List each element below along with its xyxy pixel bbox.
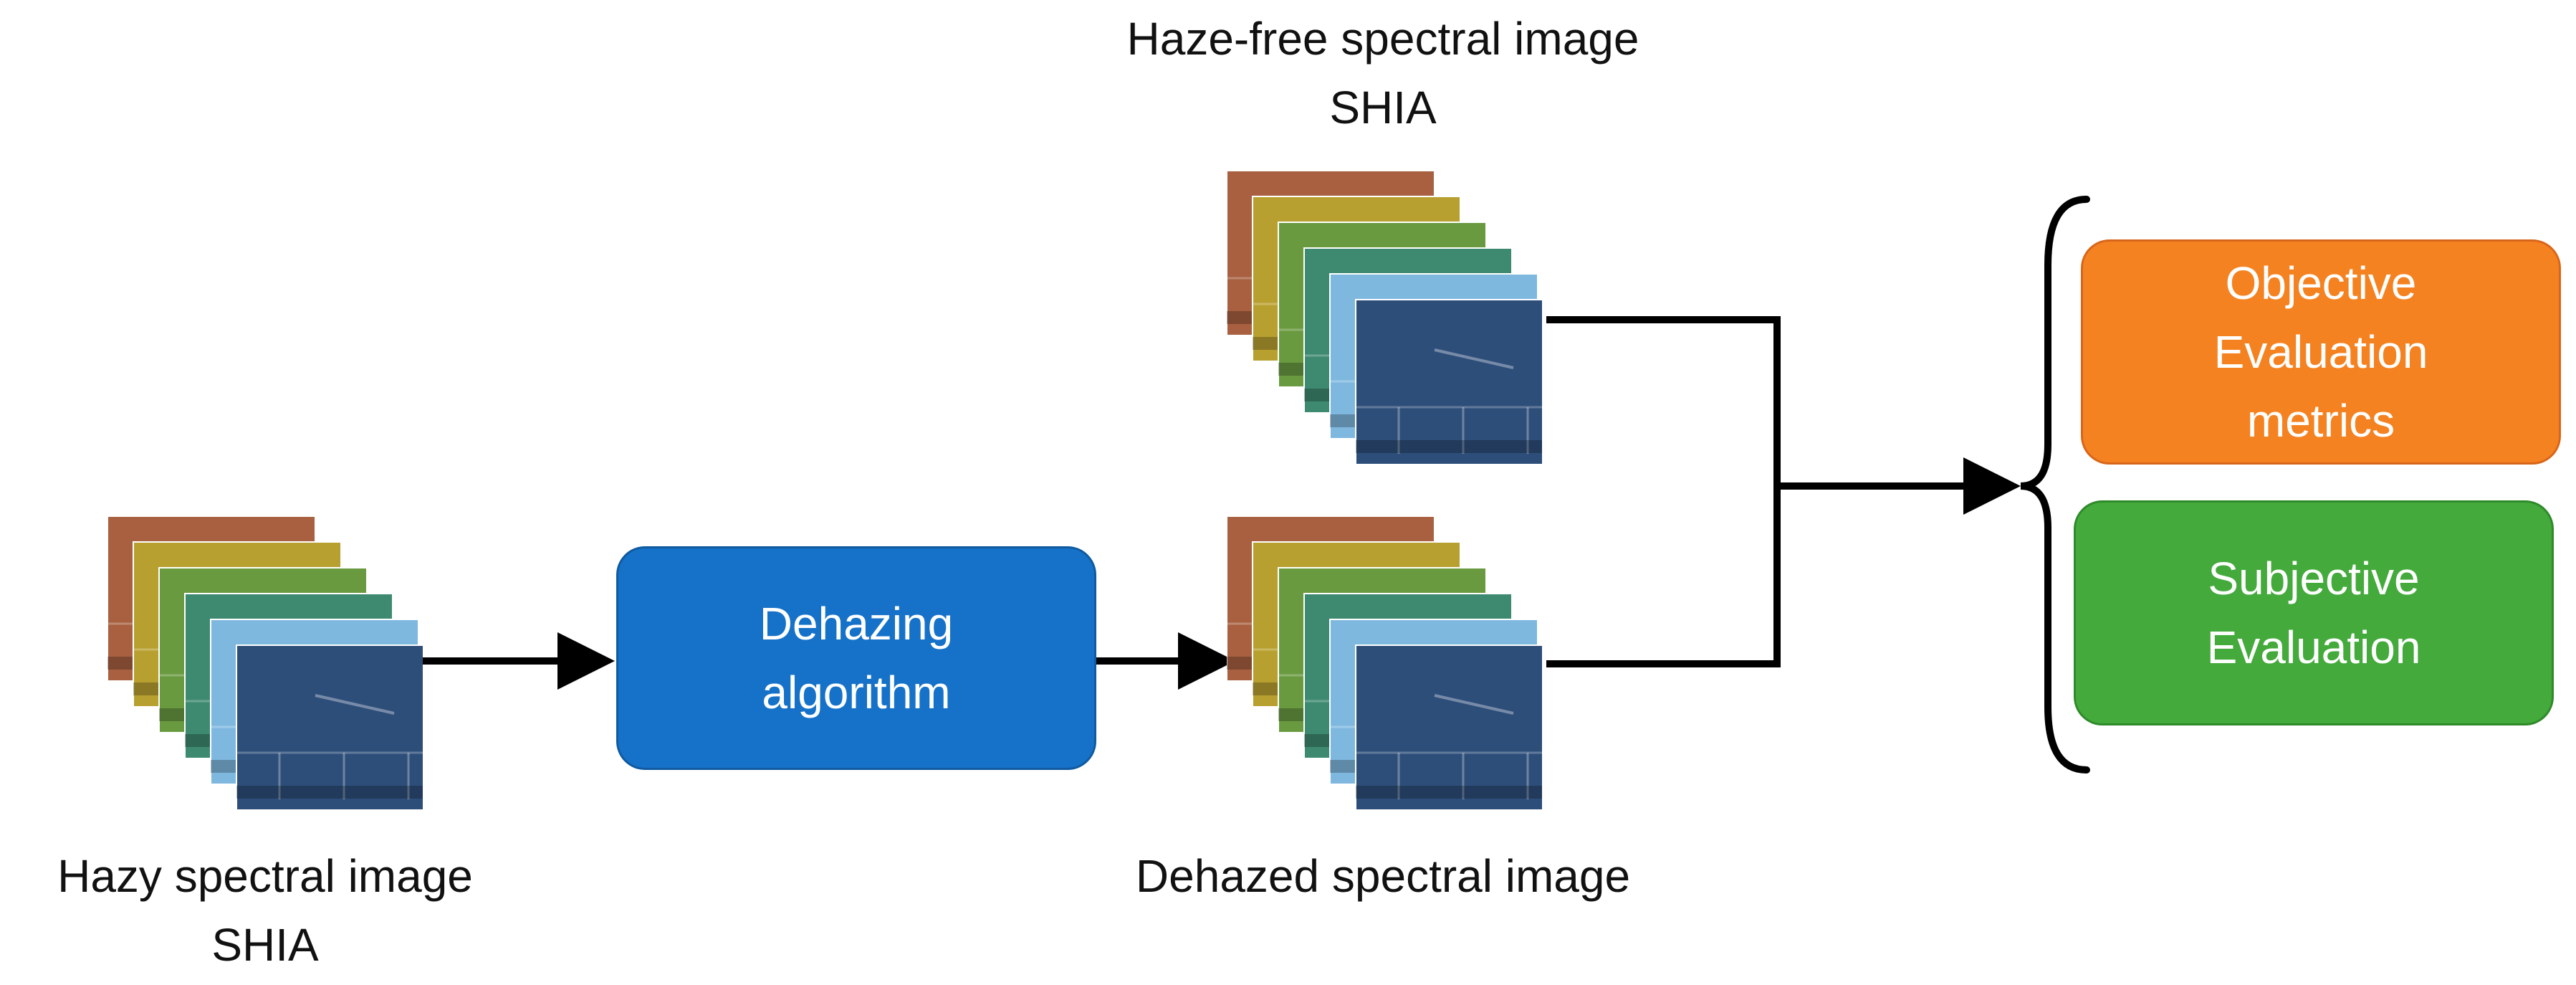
hazy-label: Hazy spectral image SHIA (0, 842, 530, 979)
subjective-line1: Subjective (2208, 553, 2420, 604)
haze-free-label-line1: Haze-free spectral image (1126, 13, 1639, 65)
objective-line2: Evaluation (2213, 326, 2428, 378)
spectral-band-layer (1355, 644, 1542, 811)
hazy-label-line1: Hazy spectral image (57, 850, 473, 902)
haze-free-label-line2: SHIA (1329, 82, 1437, 133)
curly-brace-icon (2020, 196, 2090, 774)
subjective-evaluation-box: Subjective Evaluation (2074, 500, 2554, 725)
spectral-band-layer (1355, 299, 1542, 465)
haze-free-label: Haze-free spectral image SHIA (1025, 4, 1741, 142)
dehazed-spectral-image-stack-icon (1227, 516, 1542, 811)
connector-haze-free (1546, 316, 1781, 486)
dehazed-label-line1: Dehazed spectral image (1135, 850, 1631, 902)
haze-free-spectral-image-stack-icon (1227, 171, 1542, 465)
hazy-spectral-image-stack-icon (107, 516, 423, 811)
dehazing-algorithm-line1: Dehazing (759, 598, 954, 649)
objective-line1: Objective (2225, 257, 2417, 309)
subjective-line2: Evaluation (2206, 622, 2421, 673)
connector-dehazed (1546, 486, 1781, 667)
objective-line3: metrics (2246, 395, 2395, 447)
objective-evaluation-box: Objective Evaluation metrics (2081, 239, 2561, 465)
spectral-band-layer (236, 644, 423, 811)
dehazing-algorithm-line2: algorithm (762, 667, 951, 718)
dehazing-algorithm-box: Dehazing algorithm (616, 546, 1096, 770)
hazy-label-line2: SHIA (211, 919, 319, 971)
dehazed-label: Dehazed spectral image (1025, 842, 1741, 910)
